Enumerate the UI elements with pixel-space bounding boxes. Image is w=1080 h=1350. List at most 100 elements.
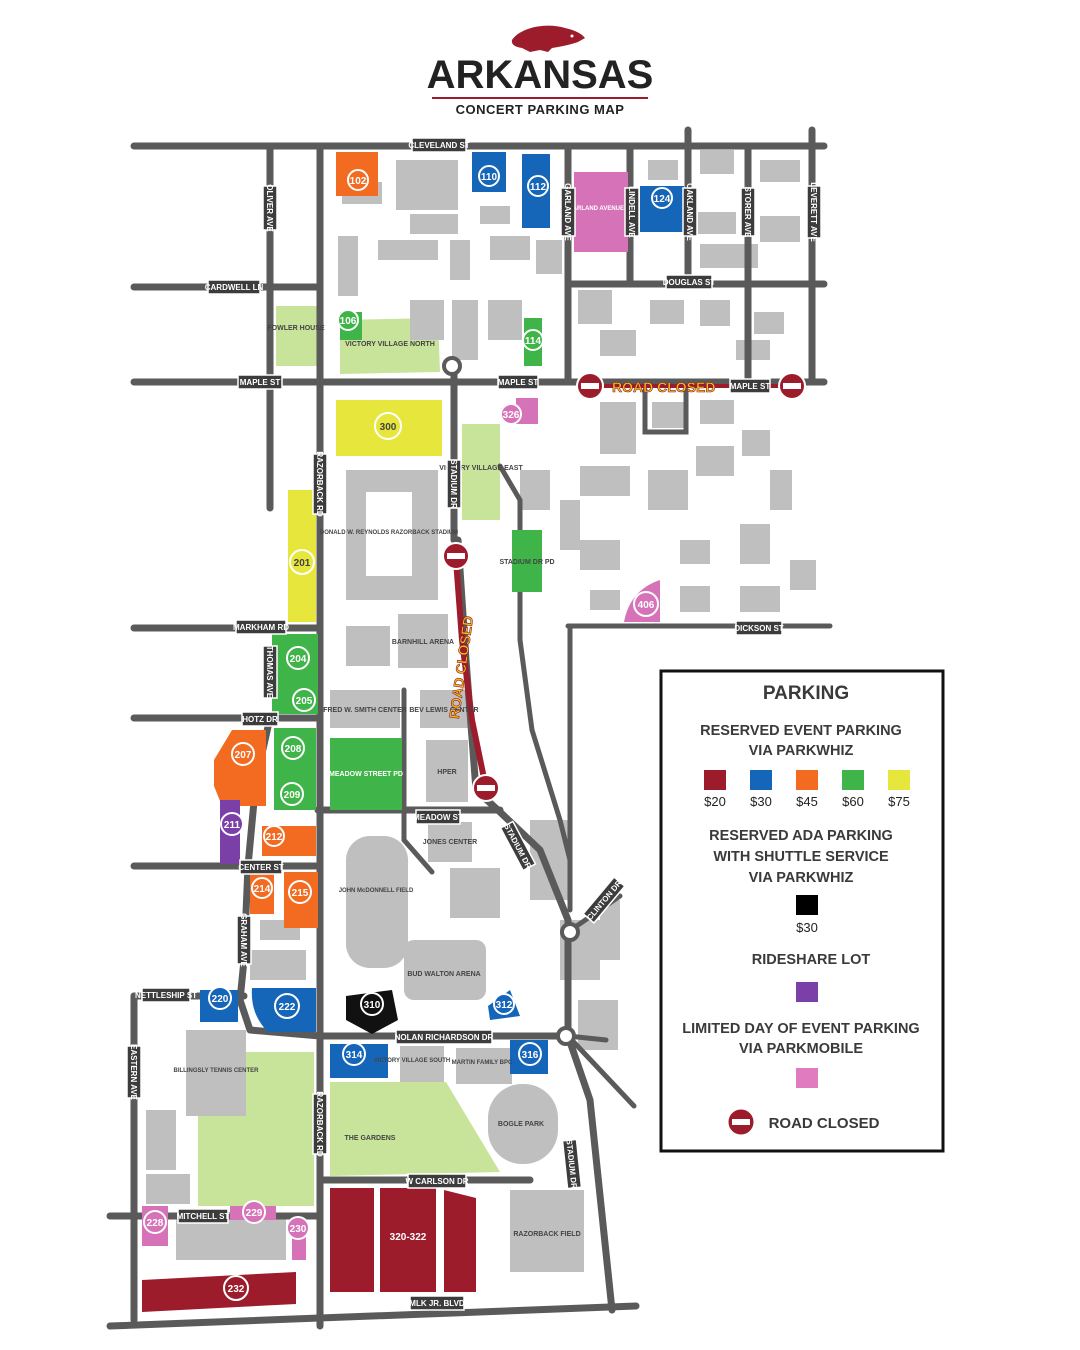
legend-swatch-20	[704, 770, 726, 790]
legend-reserved-line2: VIA PARKWHIZ	[749, 743, 854, 759]
label-the-gardens: THE GARDENS	[345, 1135, 396, 1142]
lot-label-205: 205	[296, 696, 313, 707]
green-spaces	[198, 306, 500, 1206]
street-razorback-north: RAZORBACK RD	[315, 451, 324, 517]
legend-limited-line2: VIA PARKMOBILE	[739, 1041, 863, 1057]
label-victory-village-east: VICTORY VILLAGE EAST	[439, 465, 523, 472]
lot-label-230: 230	[290, 1224, 307, 1235]
no-entry-icon	[778, 372, 806, 400]
legend-swatch-rideshare	[796, 982, 818, 1002]
lot-label-114: 114	[525, 336, 542, 347]
street-maple-center: MAPLE ST	[498, 378, 539, 387]
legend-ada-line2: WITH SHUTTLE SERVICE	[713, 849, 889, 865]
street-razorback-south: RAZORBACK RD	[315, 1091, 324, 1157]
label-stadium-dr-pd: STADIUM DR PD	[499, 559, 554, 566]
legend-price-75: $75	[888, 794, 910, 809]
lot-meadow-street-pd[interactable]	[330, 738, 402, 810]
lot-320[interactable]	[330, 1188, 374, 1292]
street-oakland: OAKLAND AVE	[685, 183, 694, 241]
building-labels: FOWLER HOUSE VICTORY VILLAGE NORTH VICTO…	[173, 206, 634, 1238]
lot-label-211: 211	[224, 820, 241, 831]
label-victory-village-south: VICTORY VILLAGE SOUTH	[374, 1058, 451, 1064]
parking-legend: PARKING RESERVED EVENT PARKING VIA PARKW…	[659, 669, 945, 1153]
street-leverett: LEVERETT AVE	[809, 182, 818, 242]
label-victory-village-north: VICTORY VILLAGE NORTH	[345, 341, 435, 348]
street-cleveland: CLEVELAND ST	[408, 141, 469, 150]
label-bud-walton-arena: BUD WALTON ARENA	[407, 971, 480, 978]
lot-stadium-dr-pd[interactable]	[512, 530, 542, 592]
legend-swatch-ada	[796, 895, 818, 915]
lot-label-326: 326	[503, 410, 520, 421]
lot-322[interactable]	[444, 1190, 476, 1292]
street-nettleship: NETTLESHIP ST	[135, 991, 197, 1000]
lot-232[interactable]	[142, 1272, 296, 1312]
street-garland: GARLAND AVE	[563, 183, 572, 241]
legend-rideshare: RIDESHARE LOT	[752, 952, 871, 968]
lot-label-214: 214	[254, 884, 271, 895]
street-eastern: EASTERN AVE	[129, 1044, 138, 1101]
header-title: ARKANSAS	[427, 53, 654, 97]
street-nolan-richardson: NOLAN RICHARDSON DR	[395, 1033, 494, 1042]
label-fred-smith-center: FRED W. SMITH CENTER	[323, 707, 407, 714]
legend-price-45: $45	[796, 794, 818, 809]
legend-limited-line1: LIMITED DAY OF EVENT PARKING	[682, 1021, 919, 1037]
no-entry-icon	[442, 542, 470, 570]
legend-swatch-45	[796, 770, 818, 790]
lot-label-220: 220	[212, 994, 229, 1005]
street-hotz: HOTZ DR	[242, 715, 278, 724]
lot-label-310: 310	[364, 1000, 381, 1011]
label-fowler-house: FOWLER HOUSE	[267, 325, 324, 332]
street-mlk: MLK JR. BLVD	[409, 1299, 465, 1308]
label-jones-center: JONES CENTER	[423, 839, 477, 846]
legend-ada-line3: VIA PARKWHIZ	[749, 870, 854, 886]
street-mitchell: MITCHELL ST	[177, 1212, 230, 1221]
label-meadow-street-pd: MEADOW STREET PD	[329, 771, 403, 778]
street-maple-west: MAPLE ST	[240, 378, 281, 387]
lot-label-222: 222	[279, 1002, 296, 1013]
label-reynolds-stadium: DONALD W. REYNOLDS RAZORBACK STADIUM	[320, 530, 458, 536]
lot-label-209: 209	[284, 790, 301, 801]
lot-label-204: 204	[290, 654, 307, 665]
razorback-hog-logo	[511, 25, 585, 52]
label-hper: HPER	[437, 769, 456, 776]
label-mcdonnell-field: JOHN McDONNELL FIELD	[339, 888, 414, 894]
lot-label-215: 215	[292, 888, 309, 899]
lot-number-badges: 102 110 112 124 106 114 326 300 201 406 …	[143, 165, 673, 1301]
lot-label-110: 110	[481, 172, 498, 183]
lot-321[interactable]	[380, 1188, 436, 1292]
street-thomas: THOMAS AVE	[265, 646, 274, 699]
lot-207[interactable]	[214, 730, 266, 806]
street-markham: MARKHAM RD	[233, 623, 289, 632]
lot-label-320-322: 320-322	[390, 1232, 427, 1243]
no-entry-icon	[472, 774, 500, 802]
street-maple-east: MAPLE ST	[730, 382, 771, 391]
lot-326[interactable]	[516, 398, 538, 424]
street-carlson: W CARLSON DR	[405, 1177, 468, 1186]
lot-label-312: 312	[496, 1000, 513, 1011]
header-subtitle: CONCERT PARKING MAP	[456, 102, 625, 117]
label-garland-avenue-pd: GARLAND AVENUE PD	[568, 206, 635, 212]
legend-price-20: $20	[704, 794, 726, 809]
lot-label-232: 232	[228, 1284, 245, 1295]
street-meadow: MEADOW ST	[413, 813, 463, 822]
lot-garland-avenue-pd[interactable]	[574, 172, 628, 252]
lot-label-124: 124	[654, 194, 671, 205]
header: ARKANSAS CONCERT PARKING MAP	[427, 25, 654, 117]
lot-label-207: 207	[235, 750, 252, 761]
lot-label-406: 406	[638, 600, 655, 611]
lot-label-208: 208	[285, 744, 302, 755]
label-billingsly-tennis: BILLINGSLY TENNIS CENTER	[173, 1068, 259, 1074]
street-oliver: OLIVER AVE	[265, 184, 274, 232]
legend-swatch-60	[842, 770, 864, 790]
legend-title: PARKING	[763, 683, 849, 704]
legend-reserved-line1: RESERVED EVENT PARKING	[700, 723, 902, 739]
label-bev-lewis-center: BEV LEWIS CENTER	[409, 707, 478, 714]
label-barnhill-arena: BARNHILL ARENA	[392, 639, 454, 646]
no-entry-icon	[727, 1108, 755, 1136]
legend-ada-price: $30	[796, 920, 818, 935]
street-cardwell: CARDWELL LN	[205, 283, 264, 292]
lot-label-201: 201	[294, 558, 311, 569]
lot-label-212: 212	[266, 832, 283, 843]
street-dickson: DICKSON ST	[734, 624, 783, 633]
legend-price-60: $60	[842, 794, 864, 809]
